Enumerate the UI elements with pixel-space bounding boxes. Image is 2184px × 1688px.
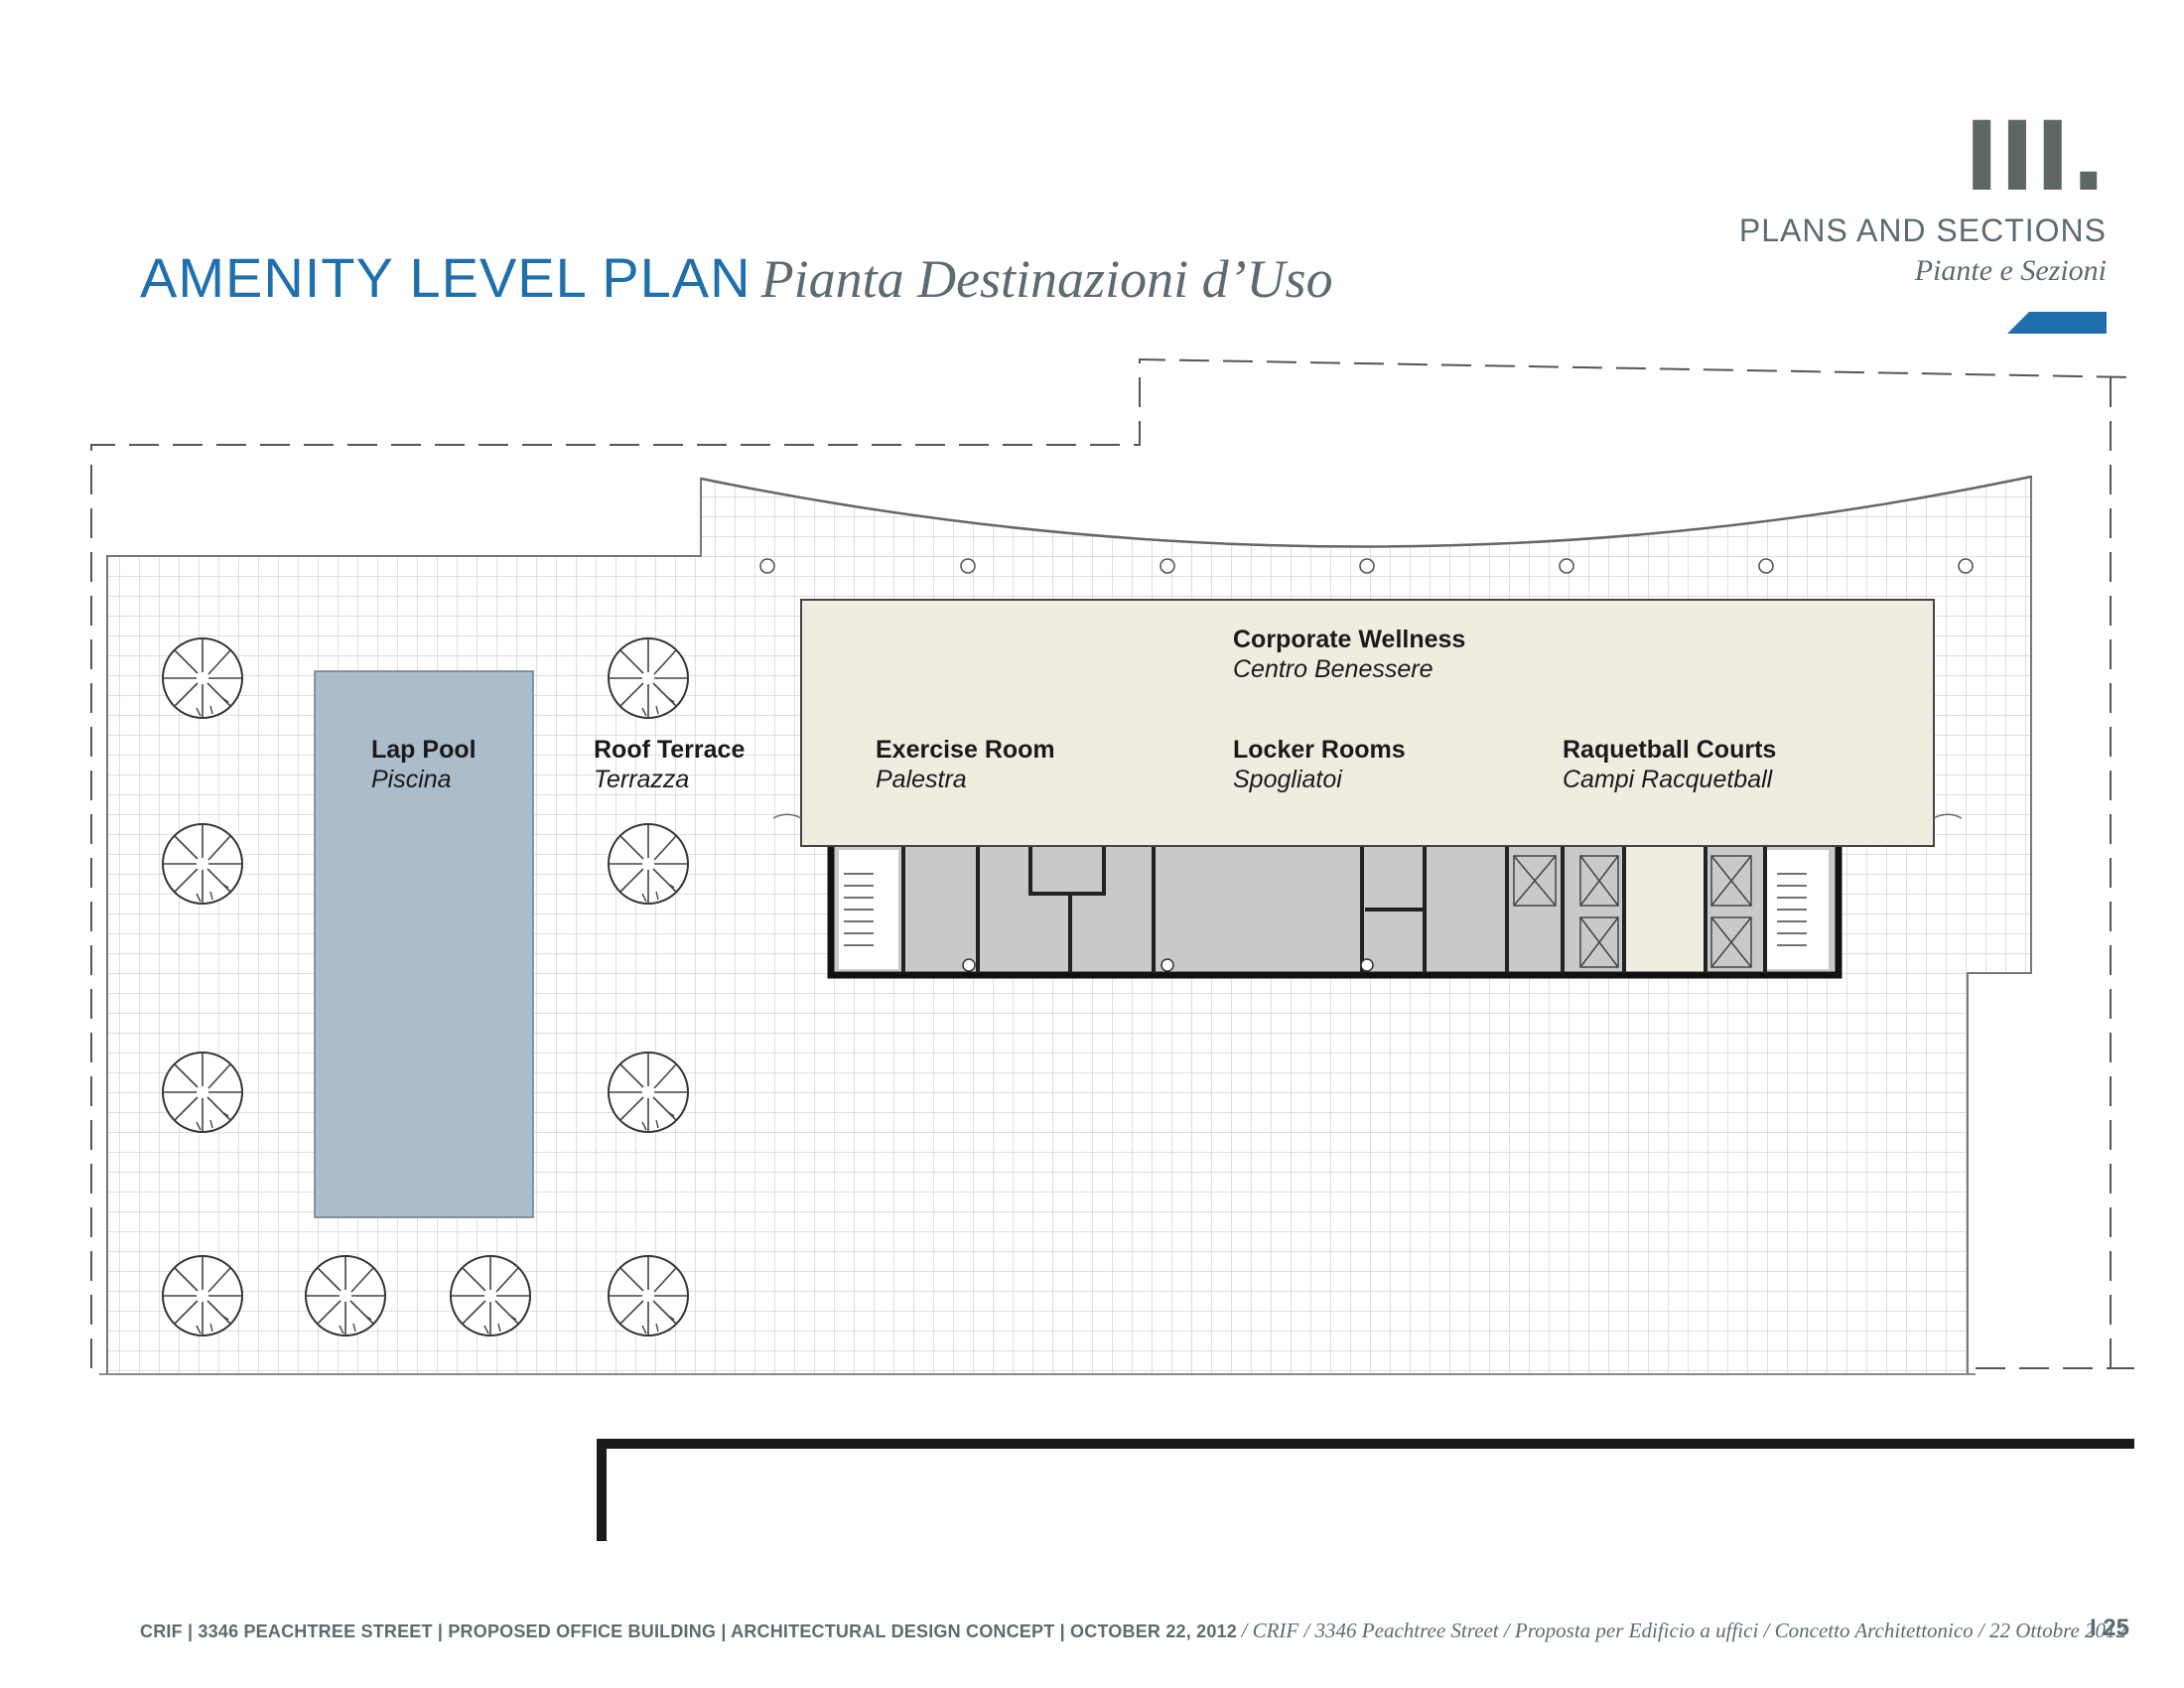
page-title-italian: Pianta Destinazioni d’Uso [760, 249, 1333, 309]
locker-rooms-label: Locker Rooms [1233, 736, 1406, 764]
page-number: I 25 [2089, 1615, 2129, 1641]
columns [759, 558, 1974, 574]
lap-pool-label-italian: Piscina [371, 766, 452, 793]
raquetball-courts-label-italian: Campi Racquetball [1563, 766, 1774, 793]
footer-english: CRIF | 3346 PEACHTREE STREET | PROPOSED … [140, 1621, 1237, 1641]
page-title-english: AMENITY LEVEL PLAN [140, 246, 751, 309]
section-title-italian: Piante e Sezioni [1914, 254, 2107, 287]
lap-pool-label: Lap Pool [371, 736, 477, 764]
section-number: III. [1964, 101, 2107, 212]
corporate-wellness-label: Corporate Wellness [1233, 626, 1465, 653]
corporate-wellness-label-italian: Centro Benessere [1233, 655, 1433, 683]
dashed-outline [90, 357, 2135, 1369]
exercise-room-label-italian: Palestra [876, 766, 967, 793]
locker-rooms-label-italian: Spogliatoi [1233, 766, 1343, 793]
footer-italian: / CRIF / 3346 Peachtree Street / Propost… [1241, 1618, 2127, 1642]
service-core [827, 846, 1843, 979]
section-accent-bar [2007, 312, 2107, 334]
corporate-wellness-area [772, 599, 1963, 847]
lower-wall [597, 1439, 2134, 1541]
exercise-room-label: Exercise Room [876, 736, 1055, 764]
roof-terrace-label: Roof Terrace [594, 736, 745, 764]
section-title: PLANS AND SECTIONS [1738, 212, 2107, 248]
roof-terrace-label-italian: Terrazza [594, 766, 689, 793]
lap-pool [314, 670, 534, 1218]
footer: CRIF | 3346 PEACHTREE STREET | PROPOSED … [140, 1618, 2126, 1643]
raquetball-courts-label: Raquetball Courts [1563, 736, 1776, 764]
